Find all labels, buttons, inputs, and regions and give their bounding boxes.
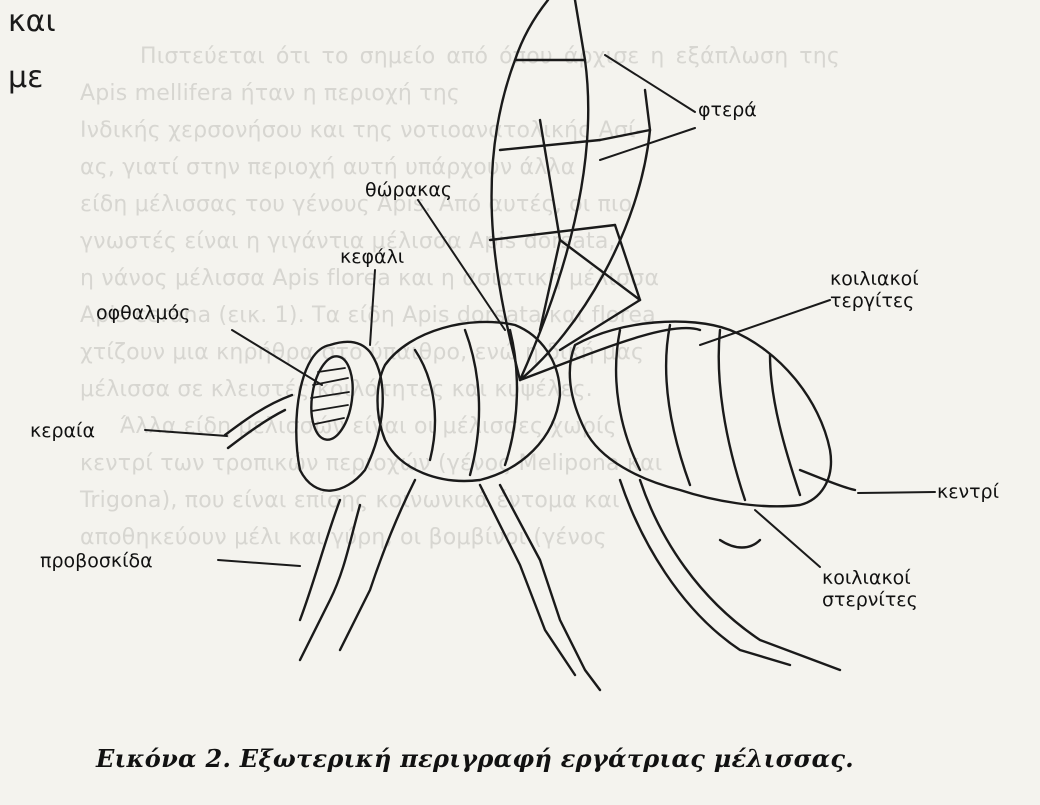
label-sting: κεντρί (937, 481, 999, 503)
label-eye: οφθαλμός (96, 302, 190, 324)
label-tergites-line2: τεργίτες (830, 290, 919, 312)
leader-tergites (700, 300, 830, 345)
legs-drawing (340, 480, 840, 690)
label-sternites-line1: κοιλιακοί (822, 567, 918, 589)
leader-lines (145, 55, 935, 567)
wings-drawing (490, 0, 700, 380)
label-tergites-line1: κοιλιακοί (830, 268, 919, 290)
leader-sternites (755, 510, 820, 567)
leader-antenna (145, 430, 227, 436)
leader-eye (232, 330, 322, 385)
leader-wings-a (605, 55, 695, 112)
leader-head (370, 270, 375, 345)
label-antenna: κεραία (30, 420, 95, 442)
leader-sting (858, 492, 935, 493)
label-thorax: θώρακας (365, 179, 452, 201)
thorax-drawing (378, 322, 561, 481)
label-sternites-line2: στερνίτες (822, 589, 918, 611)
label-tergites: κοιλιακοί τεργίτες (830, 268, 919, 312)
figure-caption: Εικόνα 2. Εξωτερική περιγραφή εργάτριας … (96, 744, 854, 773)
label-head: κεφάλι (340, 246, 404, 268)
label-wings: φτερά (698, 99, 757, 121)
label-proboscis: προβοσκίδα (40, 550, 153, 572)
abdomen-drawing (570, 322, 855, 548)
leader-proboscis (218, 560, 300, 566)
label-sternites: κοιλιακοί στερνίτες (822, 567, 918, 611)
